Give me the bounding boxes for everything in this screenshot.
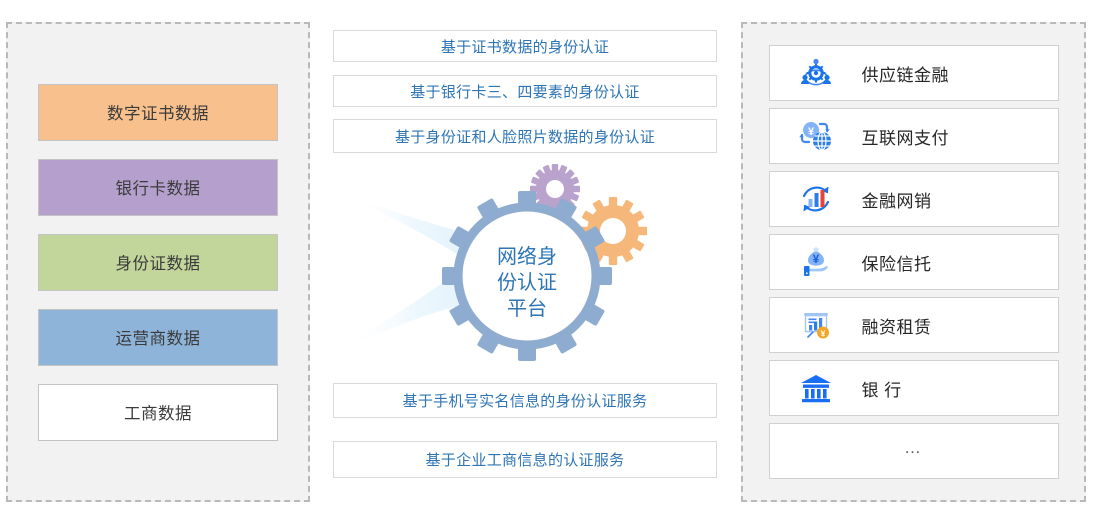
service-label: 基于手机号实名信息的身份认证服务 bbox=[402, 393, 648, 410]
service-label: 基于银行卡三、四要素的身份认证 bbox=[410, 83, 640, 101]
service-box-mobile-realname-auth[interactable]: 基于手机号实名信息的身份认证服务 bbox=[333, 383, 717, 418]
data-source-box-business-registration[interactable]: 工商数据 bbox=[38, 383, 278, 441]
insurance-trust-icon: ¥ bbox=[770, 239, 862, 285]
svg-text:¥: ¥ bbox=[820, 329, 825, 339]
service-label: 基于身份证和人脸照片数据的身份认证 bbox=[394, 128, 656, 146]
data-sources-panel: 数字证书数据 银行卡数据 身份证数据 运营商数据 工商数据 bbox=[6, 22, 310, 502]
app-label-more: … bbox=[904, 438, 923, 457]
service-box-idcard-face-auth[interactable]: 基于身份证和人脸照片数据的身份认证 bbox=[333, 119, 717, 153]
service-box-certificate-auth[interactable]: 基于证书数据的身份认证 bbox=[333, 30, 717, 62]
app-box-financial-leasing[interactable]: ¥ 融资租赁 bbox=[768, 297, 1059, 353]
app-label: 保险信托 bbox=[861, 254, 932, 274]
app-box-more[interactable]: … bbox=[768, 423, 1059, 479]
platform-title-line3: 平台 bbox=[507, 297, 547, 320]
data-source-box-id-card[interactable]: 身份证数据 bbox=[38, 233, 278, 291]
service-label: 基于证书数据的身份认证 bbox=[440, 38, 610, 56]
data-source-label: 银行卡数据 bbox=[115, 180, 201, 198]
service-box-enterprise-business-auth[interactable]: 基于企业工商信息的认证服务 bbox=[333, 441, 717, 478]
svg-text:¥: ¥ bbox=[812, 252, 819, 266]
app-label: 银 行 bbox=[861, 380, 902, 400]
app-label: 金融网销 bbox=[861, 191, 932, 211]
data-source-box-bank-card[interactable]: 银行卡数据 bbox=[38, 158, 278, 216]
services-column: 基于证书数据的身份认证 基于银行卡三、四要素的身份认证 基于身份证和人脸照片数据… bbox=[333, 0, 719, 523]
data-source-label: 工商数据 bbox=[124, 405, 192, 423]
gear-platform-icon bbox=[442, 191, 612, 361]
supply-chain-finance-icon bbox=[770, 50, 862, 96]
app-box-bank[interactable]: 银 行 bbox=[768, 360, 1059, 416]
platform-title-line2: 份认证 bbox=[497, 271, 557, 294]
app-box-financial-online-sales[interactable]: 金融网销 bbox=[768, 171, 1059, 227]
svg-text:¥: ¥ bbox=[807, 126, 814, 138]
platform-title-line1: 网络身 bbox=[497, 245, 557, 268]
internet-payment-icon: ¥ bbox=[770, 113, 862, 159]
service-box-bankcard-elements-auth[interactable]: 基于银行卡三、四要素的身份认证 bbox=[333, 75, 717, 107]
data-source-label: 数字证书数据 bbox=[107, 105, 209, 123]
data-source-label: 身份证数据 bbox=[115, 255, 201, 273]
app-box-insurance-trust[interactable]: ¥ 保险信托 bbox=[768, 234, 1059, 290]
service-label: 基于企业工商信息的认证服务 bbox=[425, 452, 625, 469]
bank-icon bbox=[770, 365, 862, 411]
app-label: 互联网支付 bbox=[861, 128, 949, 148]
platform-graphic: 网络身 份认证 平台 bbox=[343, 163, 719, 378]
app-box-supply-chain-finance[interactable]: 供应链金融 bbox=[768, 45, 1059, 101]
app-box-internet-payment[interactable]: ¥ 互联网支付 bbox=[768, 108, 1059, 164]
data-source-box-telecom-operator[interactable]: 运营商数据 bbox=[38, 308, 278, 366]
app-label: 融资租赁 bbox=[861, 317, 932, 337]
data-source-box-digital-certificate[interactable]: 数字证书数据 bbox=[38, 83, 278, 141]
application-scenarios-panel: 供应链金融 ¥ 互联网支付 bbox=[741, 22, 1086, 502]
gear-purple-icon bbox=[530, 164, 580, 214]
financial-online-sales-icon bbox=[770, 176, 862, 222]
app-label: 供应链金融 bbox=[861, 65, 949, 85]
data-source-label: 运营商数据 bbox=[115, 330, 201, 348]
financial-leasing-icon: ¥ bbox=[770, 302, 862, 348]
